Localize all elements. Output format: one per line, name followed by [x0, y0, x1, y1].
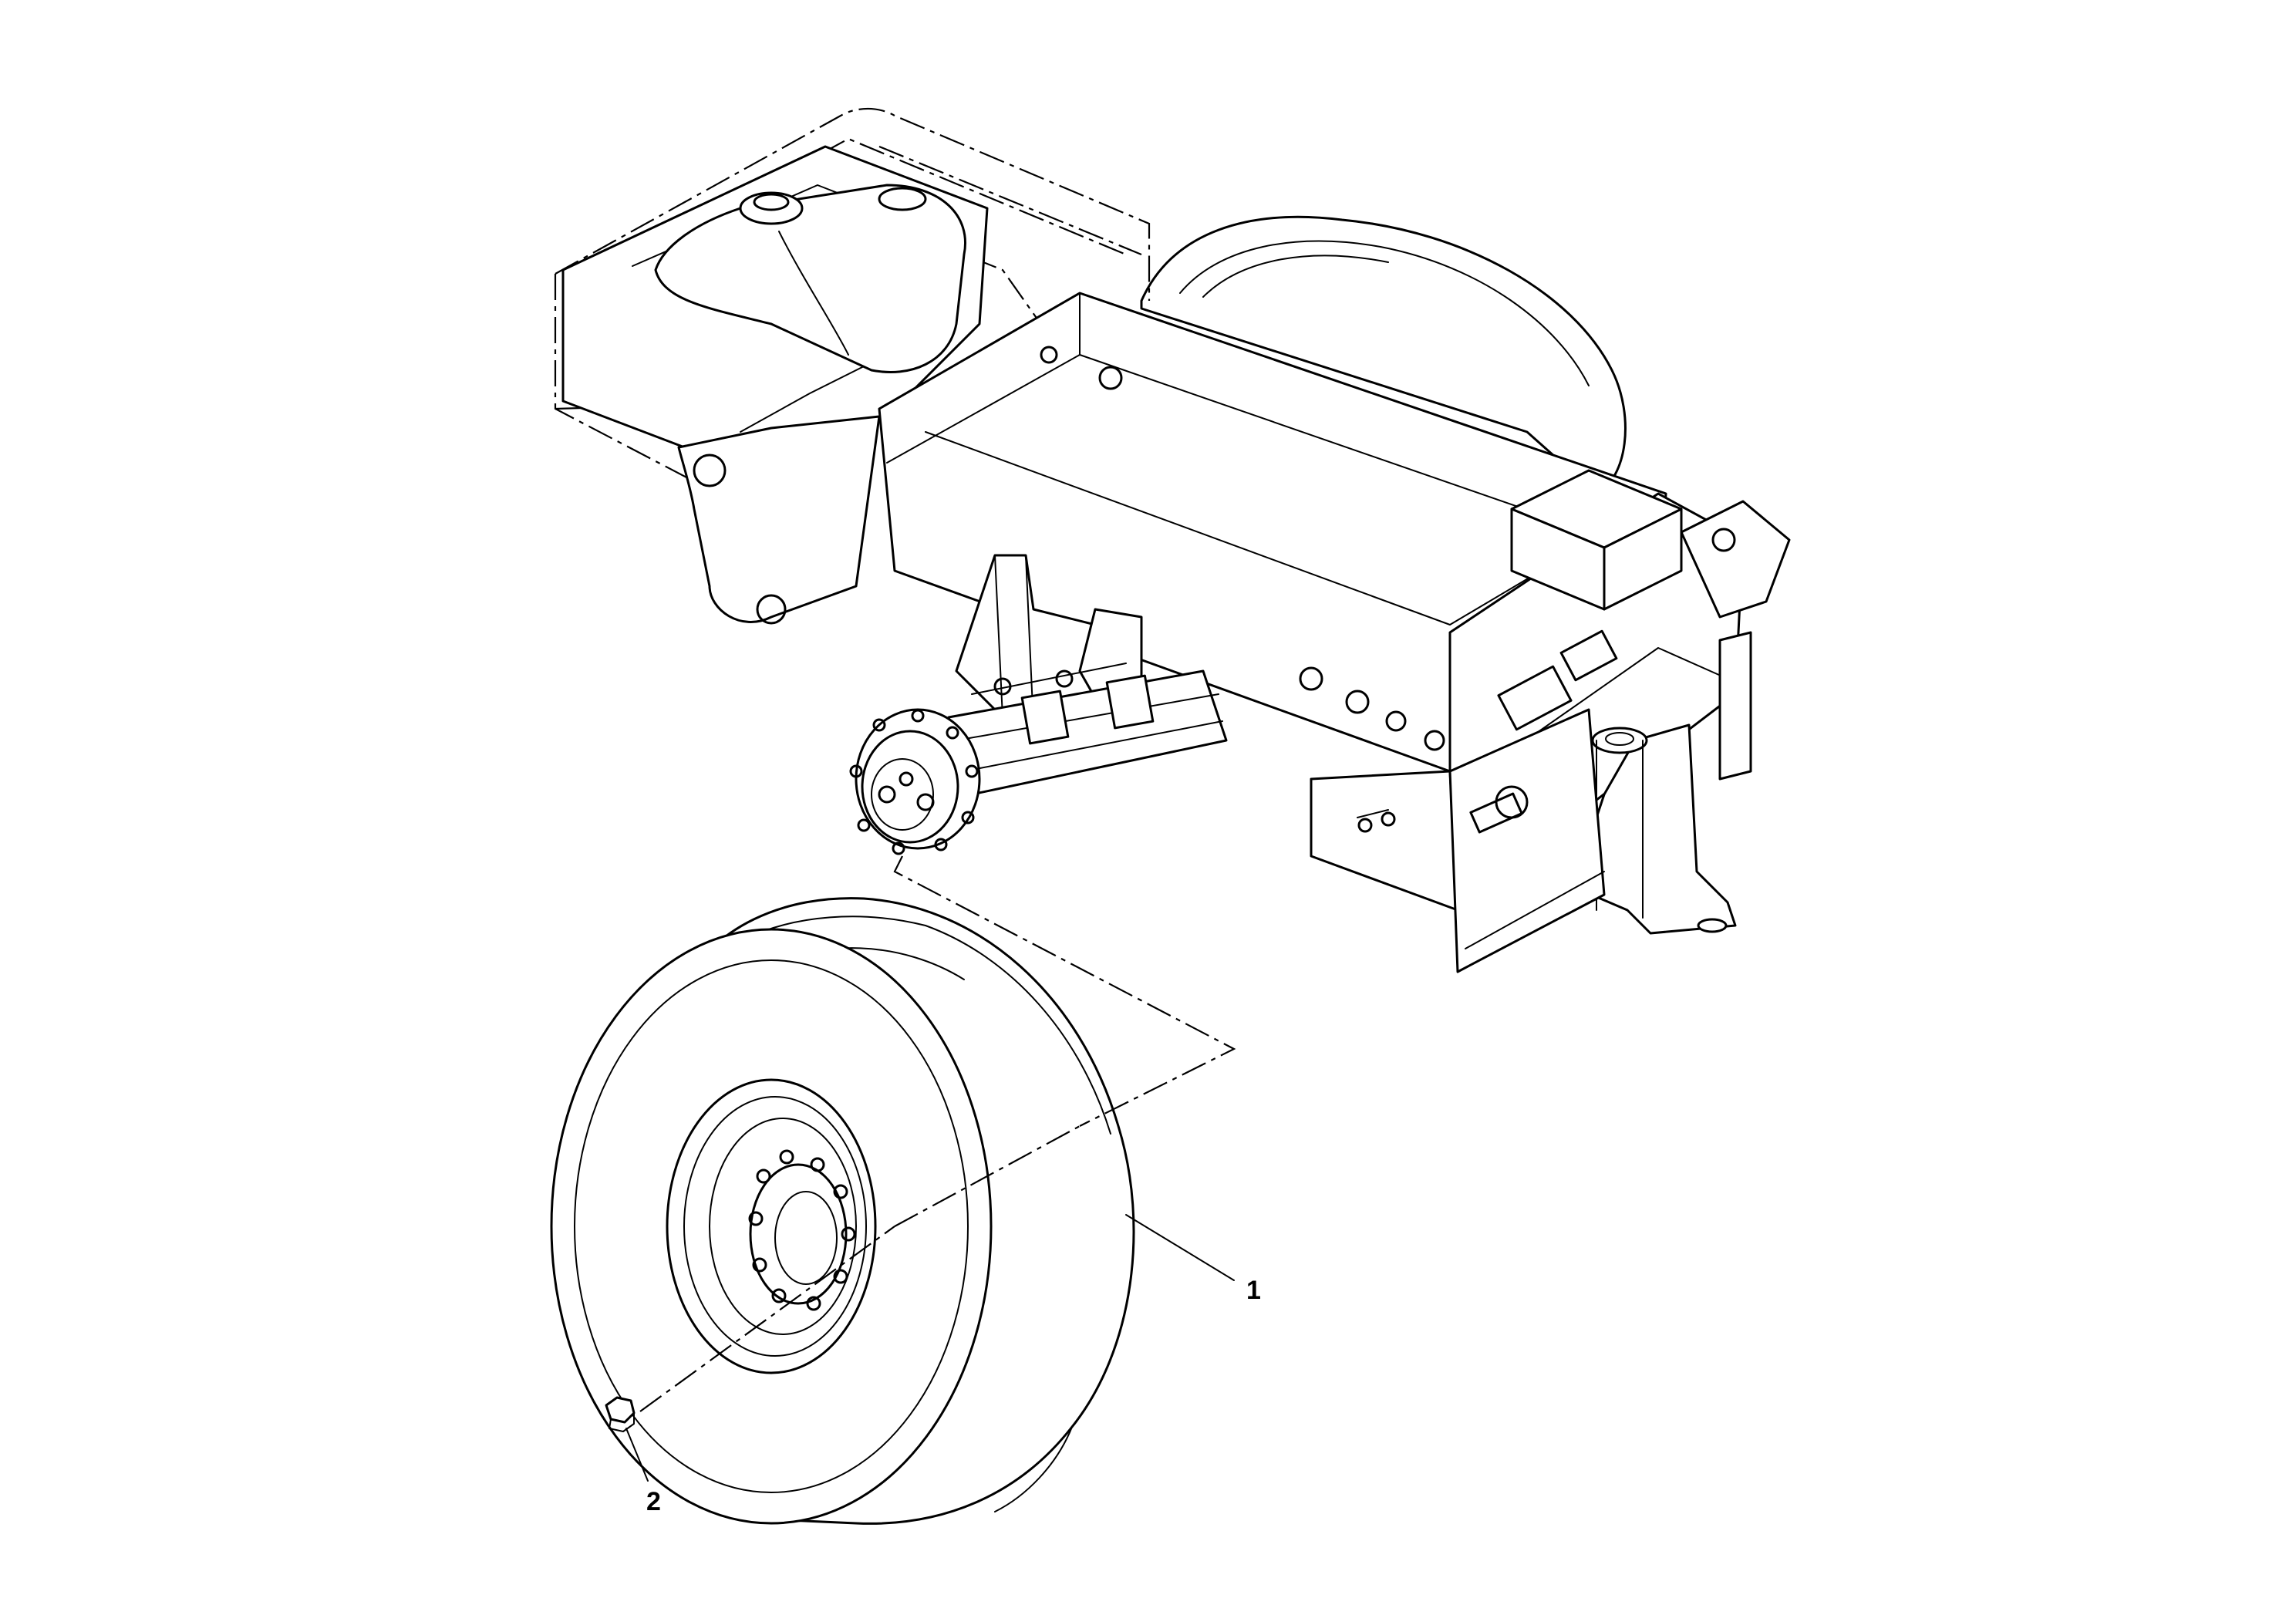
callout-leaders — [625, 1214, 1235, 1482]
callout-label-1: 1 — [1246, 1276, 1261, 1305]
axle-assembly — [849, 554, 1228, 855]
chassis-frame — [554, 108, 1791, 973]
assembly-centerlines — [639, 855, 1236, 1412]
wheel-tire — [550, 897, 1135, 1525]
leader-line-2 — [625, 1428, 649, 1482]
wheel-nut — [605, 1396, 636, 1432]
leader-line-1 — [1125, 1214, 1235, 1281]
callout-label-2: 2 — [646, 1487, 661, 1516]
